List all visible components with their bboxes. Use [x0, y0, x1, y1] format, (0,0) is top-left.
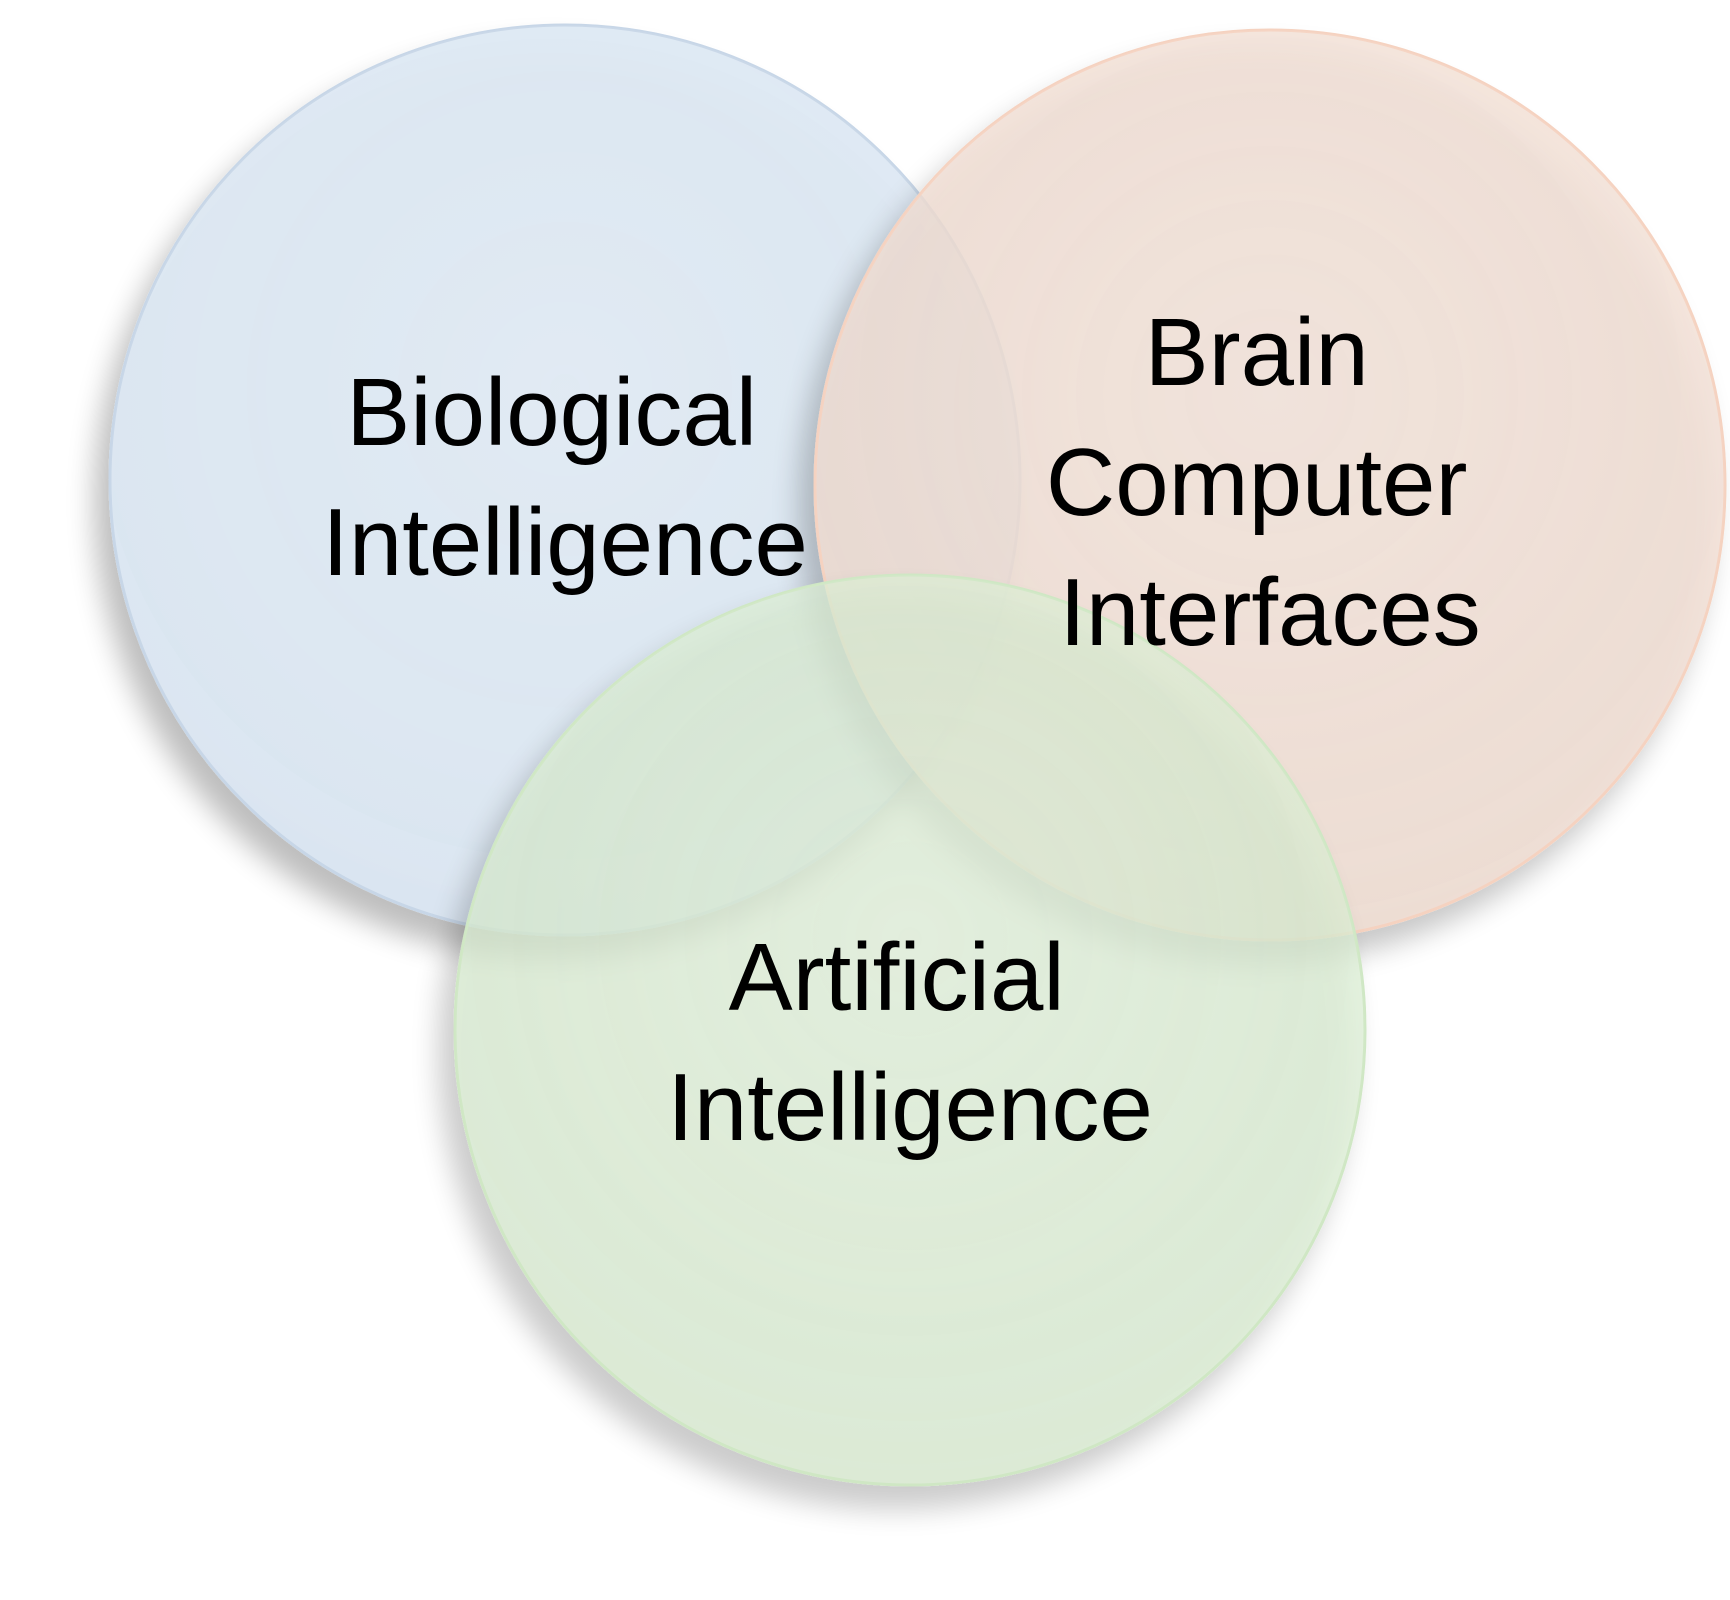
- label-line: Brain: [1145, 299, 1369, 406]
- label-artificial-intelligence: Artificial Intelligence: [667, 924, 1153, 1161]
- label-line: Computer: [1046, 429, 1468, 536]
- label-line: Biological: [346, 359, 757, 466]
- label-line: Intelligence: [322, 489, 808, 596]
- circle-artificial-intelligence: [453, 573, 1367, 1487]
- label-line: Artificial: [729, 924, 1065, 1031]
- label-biological-intelligence: Biological Intelligence: [322, 359, 808, 596]
- label-line: Interfaces: [1059, 559, 1481, 666]
- ai-circle-sheen: [455, 575, 1365, 1485]
- label-line: Intelligence: [667, 1054, 1153, 1161]
- label-brain-computer-interfaces: Brain Computer Interfaces: [1046, 299, 1494, 666]
